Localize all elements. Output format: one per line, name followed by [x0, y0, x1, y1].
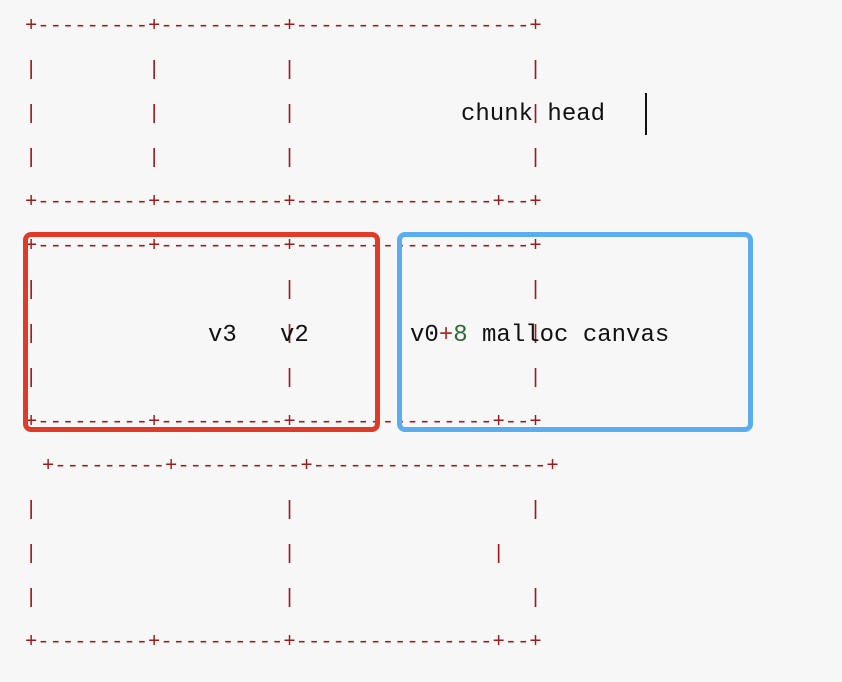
- text-cursor: [645, 93, 647, 135]
- ascii-row-1-walls-2: | | | |: [25, 103, 542, 126]
- v3-v2-label: v3 v2: [208, 322, 309, 349]
- ascii-row-2-walls: | | |: [25, 279, 542, 302]
- ascii-row-1-walls: | | | |: [25, 59, 542, 82]
- plus-operator: +: [438, 322, 454, 349]
- ascii-row-2-walls-2: | | |: [25, 323, 542, 346]
- ascii-row-3-bottom-border: +---------+----------+----------------+-…: [25, 631, 542, 654]
- v0-malloc-canvas-label: v0+8 malloc canvas: [410, 322, 669, 349]
- red-highlight-box: [23, 232, 380, 432]
- malloc-canvas-token: malloc canvas: [467, 322, 670, 349]
- ascii-row-1-bottom-border: +---------+----------+----------------+-…: [25, 191, 542, 214]
- ascii-row-3-walls: | | |: [25, 499, 542, 522]
- chunk-head-label: chunk head: [461, 101, 606, 128]
- ascii-row-1-top-border: +---------+----------+------------------…: [25, 15, 542, 38]
- offset-number: 8: [453, 322, 468, 349]
- ascii-row-3-walls-3: | | |: [25, 587, 542, 610]
- ascii-row-2-top-border: +---------+----------+------------------…: [25, 235, 542, 258]
- v0-token: v0: [410, 322, 439, 349]
- ascii-row-1-walls-3: | | | |: [25, 147, 542, 170]
- ascii-row-3-top-border: +---------+----------+------------------…: [42, 455, 559, 478]
- ascii-row-2-walls-3: | | |: [25, 367, 542, 390]
- blue-highlight-box: [397, 232, 753, 432]
- ascii-row-3-walls-2: | | |: [25, 543, 530, 566]
